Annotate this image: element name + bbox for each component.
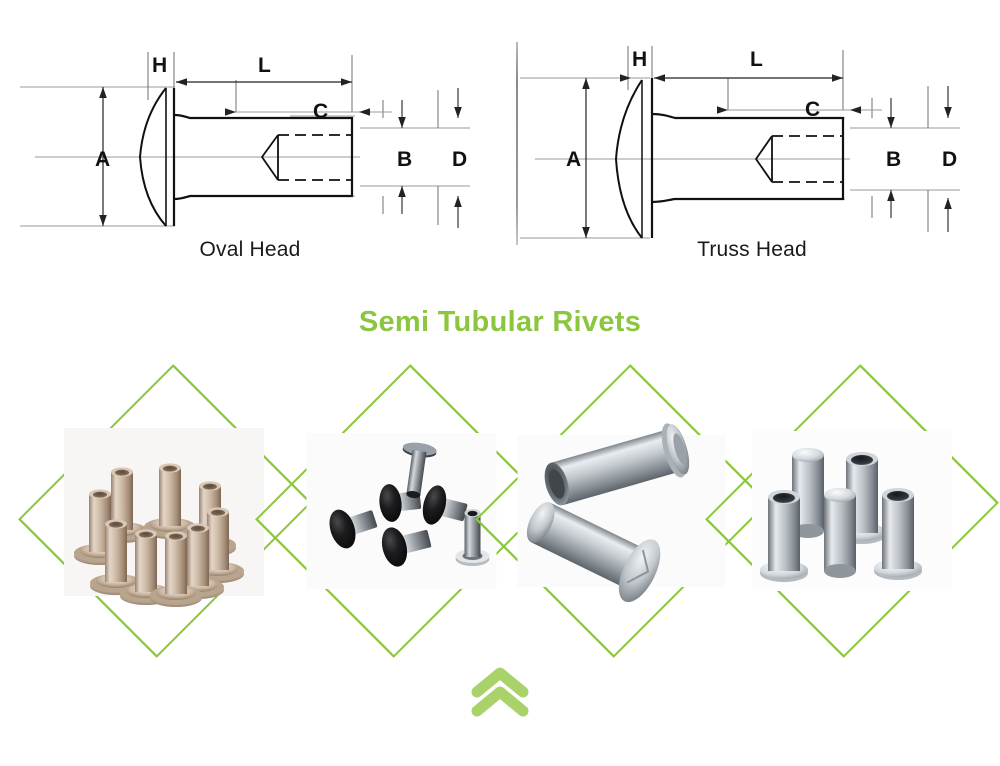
- dimension-label-a-left: A: [95, 148, 111, 171]
- truss-head-label: Truss Head: [697, 238, 807, 261]
- double-chevron-up-icon[interactable]: [464, 665, 536, 721]
- truss-head-drawing: [520, 46, 960, 239]
- diagram-divider: [516, 42, 518, 245]
- dimension-label-d-left: D: [452, 148, 468, 171]
- photo-clip-3: [492, 358, 752, 663]
- product-gallery: [0, 358, 1000, 663]
- photo-clip-4: [722, 358, 982, 663]
- gallery-item-2[interactable]: [255, 358, 549, 663]
- oval-head-drawing: [20, 52, 470, 228]
- diagram-oval-head: Oval Head A H L C B D: [0, 0, 500, 290]
- dimension-label-h-left: H: [152, 54, 168, 77]
- photo-clip-2: [272, 358, 532, 663]
- stainless-rivets-closeup-photo: [517, 422, 726, 602]
- dimension-label-c-left: C: [313, 100, 329, 123]
- dimension-label-a-right: A: [566, 148, 582, 171]
- diagram-truss-head: Truss Head A H L C B D: [500, 0, 1000, 290]
- technical-diagram-band: Oval Head A H L C B D: [0, 0, 1000, 290]
- upright-stainless-rivets-photo: [752, 430, 952, 591]
- gallery-item-3[interactable]: [475, 358, 769, 663]
- dimension-label-c-right: C: [805, 98, 821, 121]
- brass-rivets-photo: [64, 427, 264, 607]
- black-oxide-rivets-photo: [306, 432, 497, 589]
- scroll-top-control[interactable]: [0, 665, 1000, 735]
- dimension-label-h-right: H: [632, 48, 648, 71]
- gallery-item-1[interactable]: [18, 358, 312, 663]
- oval-head-label: Oval Head: [199, 238, 301, 261]
- dimension-label-b-right: B: [886, 148, 902, 171]
- dimension-label-d-right: D: [942, 148, 958, 171]
- dimension-label-b-left: B: [397, 148, 413, 171]
- dimension-label-l-left: L: [258, 54, 271, 77]
- gallery-item-4[interactable]: [705, 358, 999, 663]
- dimension-label-l-right: L: [750, 48, 763, 71]
- photo-clip-1: [35, 358, 295, 663]
- page-title: Semi Tubular Rivets: [358, 306, 642, 338]
